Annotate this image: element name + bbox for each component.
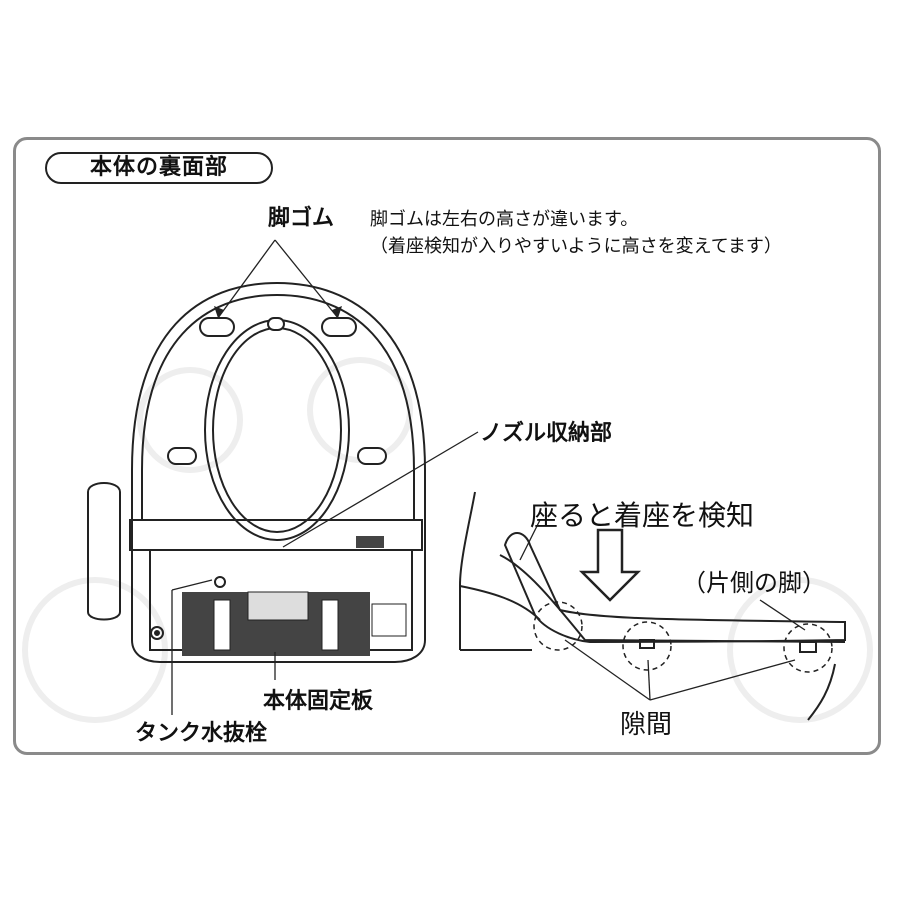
label-tank-drain-plug: タンク水抜栓	[135, 721, 268, 746]
label-one-side-foot: （片側の脚）	[682, 569, 826, 597]
down-arrow-icon	[578, 528, 642, 602]
note-line-1: 脚ゴムは左右の高さが違います。	[370, 209, 639, 230]
arrowheads	[214, 306, 342, 318]
label-nozzle-storage: ノズル収納部	[480, 421, 613, 446]
note-line-2: （着座検知が入りやすいように高さを変えてます）	[370, 236, 782, 257]
watermark	[22, 357, 873, 723]
label-gap: 隙間	[620, 710, 673, 740]
gap-circles	[533, 601, 833, 673]
rubber-foot-pads	[167, 317, 387, 465]
label-foot-rubber: 脚ゴム	[268, 206, 335, 231]
section-title: 本体の裏面部	[45, 152, 273, 184]
side-view-drawing	[459, 491, 846, 721]
panel-frame	[13, 137, 881, 755]
seat-underside-drawing	[87, 281, 426, 663]
fixing-plate-shape	[182, 536, 407, 656]
leader-lines	[171, 239, 479, 715]
label-body-fixing-plate: 本体固定板	[263, 689, 374, 714]
gap-leader-lines	[519, 519, 806, 701]
label-seated-detect: 座ると着座を検知	[530, 499, 755, 532]
